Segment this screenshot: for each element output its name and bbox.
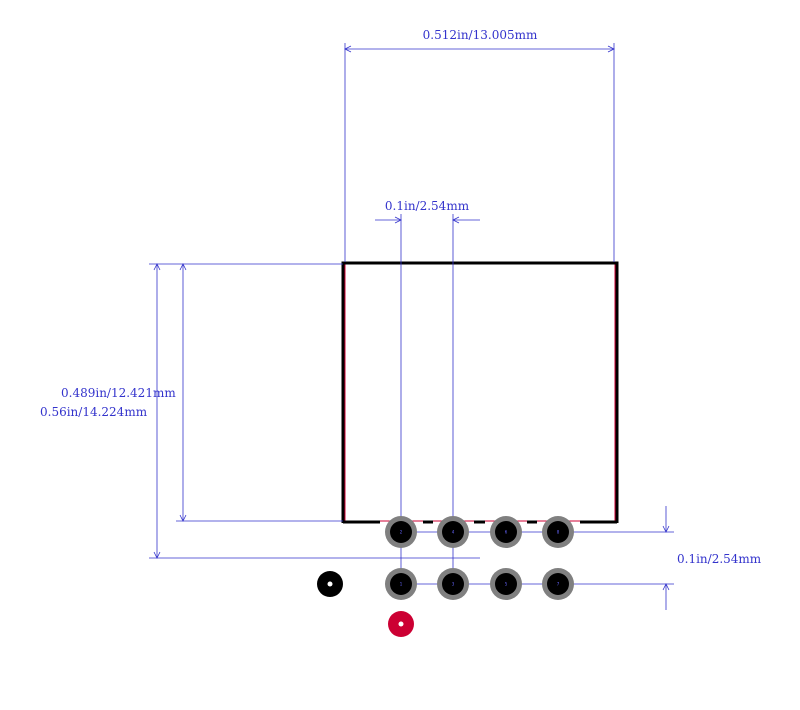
width-dimension-label: 0.512in/13.005mm	[423, 28, 538, 42]
height-dimension-lines	[149, 263, 480, 559]
pad-label: 1	[400, 582, 403, 587]
pad-label: 7	[557, 582, 560, 587]
pad-label: 4	[452, 530, 455, 535]
pad-5: 5	[490, 568, 522, 600]
height-total-label: 0.56in/14.224mm	[40, 405, 148, 419]
pad-label: 3	[452, 582, 455, 587]
pad-label: 8	[557, 530, 560, 535]
pad-4: 4	[437, 516, 469, 548]
pad-3: 3	[437, 568, 469, 600]
pitch-dimension-row-label: 0.1in/2.54mm	[677, 552, 762, 566]
pad-1: 1	[385, 568, 417, 600]
height-body-label: 0.489in/12.421mm	[61, 386, 176, 400]
pitch-dimension-top-label: 0.1in/2.54mm	[385, 199, 470, 213]
pad-array: 2 4 6 8 1 3 5 7	[385, 516, 574, 600]
pad-label: 5	[505, 582, 508, 587]
pad-2: 2	[385, 516, 417, 548]
pin1-marker	[317, 571, 343, 597]
pad-label: 6	[505, 530, 508, 535]
pad-8: 8	[542, 516, 574, 548]
pad-label: 2	[400, 530, 403, 535]
courtyard-outline	[344, 263, 616, 522]
origin-marker	[388, 611, 414, 637]
pad-7: 7	[542, 568, 574, 600]
pad-6: 6	[490, 516, 522, 548]
width-dimension	[344, 43, 615, 262]
silkscreen-outline	[341, 261, 619, 523]
